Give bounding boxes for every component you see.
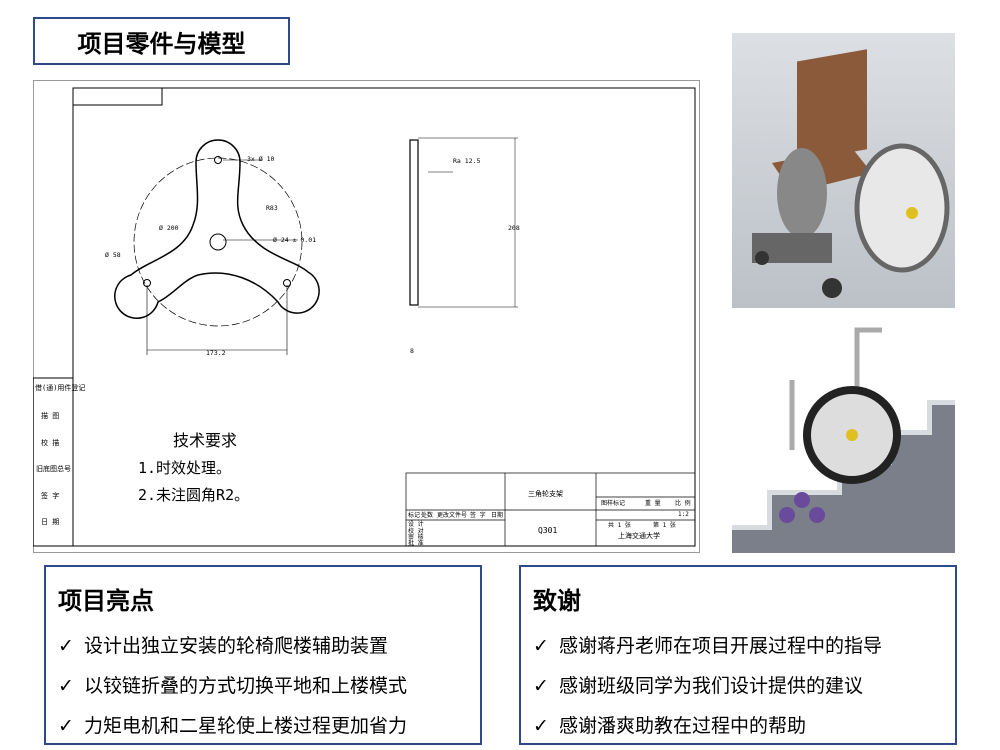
dim-d58: Ø 58 [105, 251, 121, 259]
thanks-heading: 致谢 [533, 587, 581, 615]
check-icon: ✓ [533, 715, 549, 737]
title-block [405, 472, 696, 547]
svg-text:更改文件号: 更改文件号 [437, 511, 467, 519]
engineering-drawing: 3x Ø 10 Ø 200 R83 Ø 24 ± 0.01 Ø 58 173.2… [33, 80, 700, 553]
list-item: ✓感谢潘爽助教在过程中的帮助 [533, 706, 943, 746]
list-item: ✓感谢蒋丹老师在项目开展过程中的指导 [533, 626, 943, 666]
check-icon: ✓ [58, 675, 74, 697]
svg-text:图样标记: 图样标记 [601, 499, 625, 507]
list-item: ✓设计出独立安装的轮椅爬楼辅助装置 [58, 626, 468, 666]
check-icon: ✓ [58, 635, 74, 657]
svg-text:1:2: 1:2 [678, 511, 689, 518]
thanks-card: 致谢 ✓感谢蒋丹老师在项目开展过程中的指导 ✓感谢班级同学为我们设计提供的建议 … [519, 565, 957, 745]
dim-span: 173.2 [206, 349, 226, 357]
side-label-column: 借(通)用件登记 描 图 校 描 旧底图总号 签 字 日 期 [33, 377, 85, 547]
svg-text:比 例: 比 例 [675, 499, 691, 507]
dim-center: Ø 24 ± 0.01 [273, 236, 316, 244]
svg-text:批 准: 批 准 [408, 539, 424, 547]
svg-text:借(通)用件登记: 借(通)用件登记 [35, 383, 85, 392]
dim-radius: R83 [266, 204, 278, 212]
svg-text:签 字: 签 字 [470, 511, 486, 519]
svg-text:校 对: 校 对 [408, 527, 424, 535]
slide-title: 项目零件与模型 [33, 17, 290, 65]
part-code: Q301 [538, 526, 557, 535]
highlights-card: 项目亮点 ✓设计出独立安装的轮椅爬楼辅助装置 ✓以铰链折叠的方式切换平地和上楼模… [44, 565, 482, 745]
check-icon: ✓ [58, 715, 74, 737]
tech-requirements-title: 技术要求 [173, 431, 237, 450]
check-icon: ✓ [533, 675, 549, 697]
wheelchair-stair-climbing-render [732, 320, 955, 553]
check-icon: ✓ [533, 635, 549, 657]
highlights-heading: 项目亮点 [58, 587, 154, 615]
dim-roughness: Ra 12.5 [453, 157, 480, 165]
list-item: ✓感谢班级同学为我们设计提供的建议 [533, 666, 943, 706]
tech-item-1: 1.时效处理。 [138, 459, 231, 477]
tech-item-2: 2.未注圆角R2。 [138, 486, 249, 504]
dim-thickness: 8 [410, 347, 414, 355]
list-item: ✓以铰链折叠的方式切换平地和上楼模式 [58, 666, 468, 706]
organization: 上海交通大学 [618, 531, 660, 540]
triangle-part-front-view [114, 139, 320, 355]
svg-text:第 1 张: 第 1 张 [653, 521, 676, 529]
dim-height: 208 [508, 224, 520, 232]
wheelchair-model-render [732, 33, 955, 308]
list-item: ✓力矩电机和二星轮使上楼过程更加省力 [58, 706, 468, 746]
svg-text:签 字: 签 字 [41, 491, 59, 500]
svg-text:标记: 标记 [408, 511, 420, 519]
triangle-part-side-view [409, 137, 518, 308]
svg-text:旧底图总号: 旧底图总号 [36, 464, 71, 473]
svg-text:描 图: 描 图 [41, 411, 59, 420]
svg-text:处数: 处数 [421, 511, 433, 519]
part-name: 三角轮支架 [528, 489, 563, 498]
svg-text:共 1 张: 共 1 张 [608, 521, 631, 529]
dim-holes: 3x Ø 10 [247, 155, 274, 163]
dim-outer: Ø 200 [159, 224, 179, 232]
svg-text:设 计: 设 计 [408, 520, 424, 528]
svg-text:日期: 日期 [491, 511, 503, 519]
svg-text:日 期: 日 期 [41, 518, 59, 526]
svg-text:校 描: 校 描 [41, 438, 59, 447]
svg-text:重 量: 重 量 [645, 499, 661, 507]
svg-text:审 核: 审 核 [408, 533, 424, 541]
